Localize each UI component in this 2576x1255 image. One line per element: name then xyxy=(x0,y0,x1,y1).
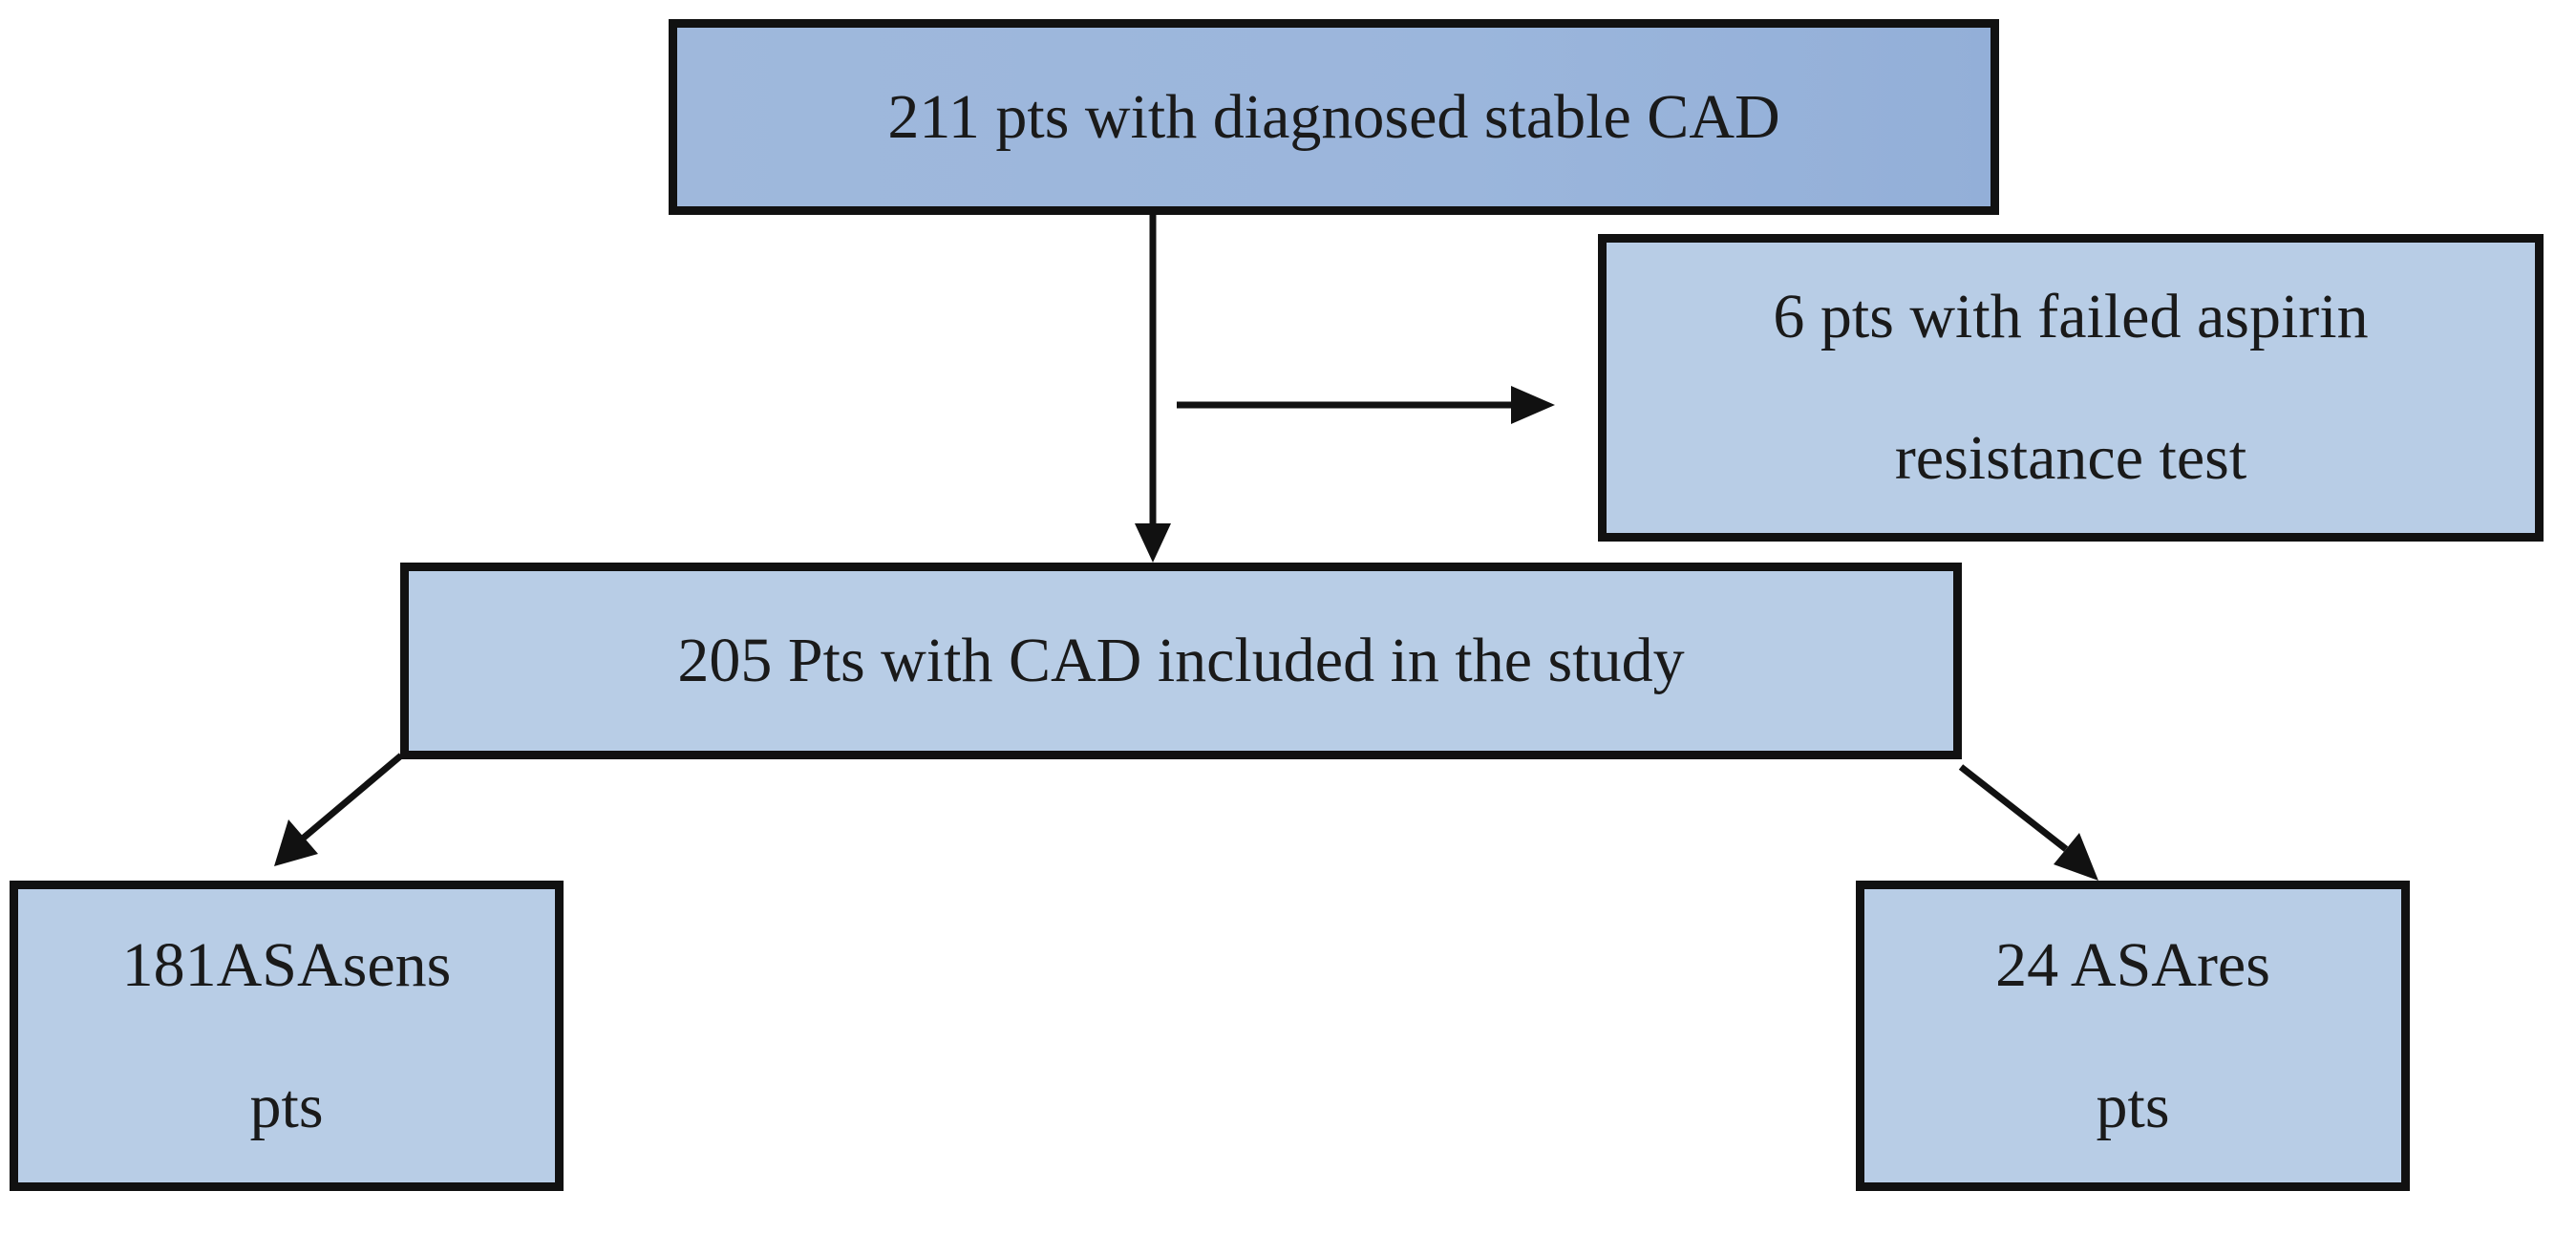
box-excluded-label-line1: 6 pts with failed aspirin xyxy=(1773,282,2369,351)
box-aspirin-sensitive: 181ASAsens pts xyxy=(10,881,564,1191)
arrow-to-resistant-head xyxy=(2054,833,2098,881)
box-excluded-label-line2: resistance test xyxy=(1894,423,2247,493)
box-sensitive-label-line1: 181ASAsens xyxy=(121,929,452,1000)
box-excluded-patients: 6 pts with failed aspirin resistance tes… xyxy=(1598,234,2544,542)
arrow-to-resistant-shaft xyxy=(1958,764,2069,852)
arrow-exclusion-head xyxy=(1511,386,1555,424)
box-resistant-label-line2: pts xyxy=(2096,1071,2170,1141)
box-resistant-label-line1: 24 ASAres xyxy=(1995,929,2270,1000)
box-screened-patients: 211 pts with diagnosed stable CAD xyxy=(669,19,1999,215)
arrow-to-sensitive-shaft xyxy=(301,753,404,840)
arrow-top-to-included-head xyxy=(1135,523,1171,563)
box-aspirin-resistant: 24 ASAres pts xyxy=(1856,881,2410,1191)
box-sensitive-label-line2: pts xyxy=(249,1071,324,1141)
box-screened-label: 211 pts with diagnosed stable CAD xyxy=(887,81,1780,152)
box-included-patients: 205 Pts with CAD included in the study xyxy=(400,563,1962,759)
box-included-label: 205 Pts with CAD included in the study xyxy=(677,626,1685,695)
arrow-to-sensitive-head xyxy=(274,819,318,866)
